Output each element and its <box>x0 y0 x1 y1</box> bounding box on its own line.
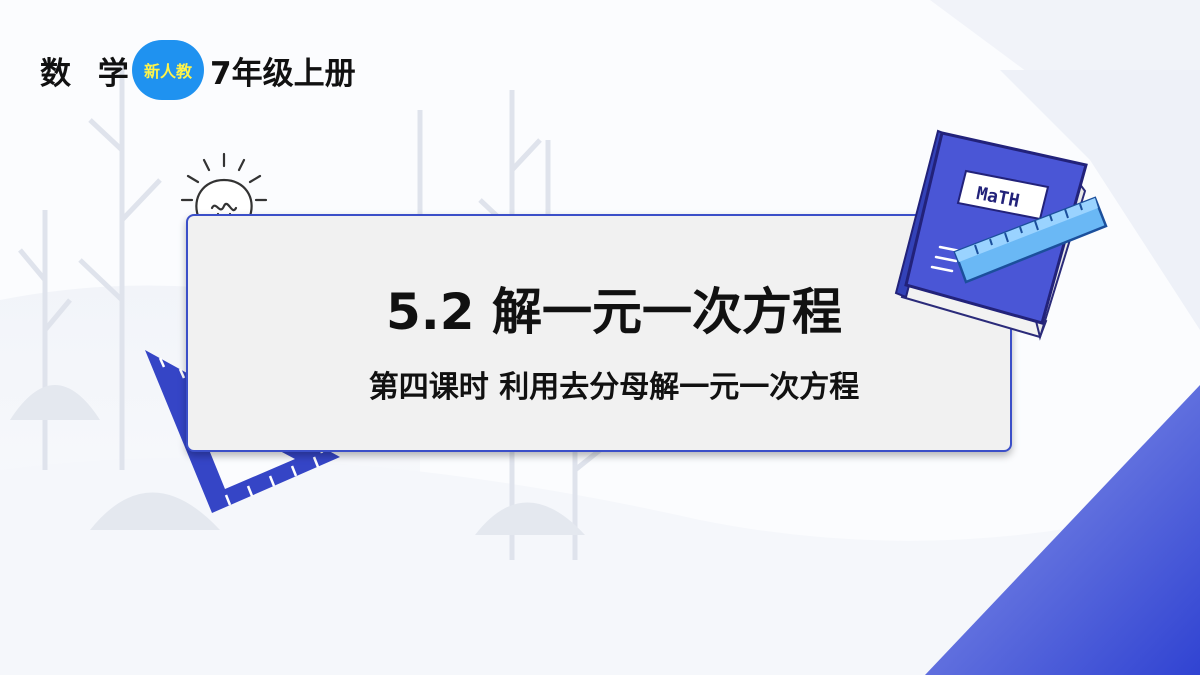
lesson-title: 5.2 解一元一次方程 <box>386 283 842 341</box>
lesson-subtitle: 第四课时 利用去分母解一元一次方程 <box>368 370 860 405</box>
grade-label: 7年级上册 <box>210 56 356 92</box>
publisher-badge: 新人教 <box>132 40 204 100</box>
corner-accent <box>925 385 1200 675</box>
background-shape <box>1000 70 1200 330</box>
title-card: 5.2 解一元一次方程 第四课时 利用去分母解一元一次方程 <box>186 214 1012 452</box>
subject-label: 数 学 <box>40 56 137 92</box>
ruler-icon <box>953 196 1108 284</box>
background-bushes <box>10 385 585 535</box>
background-hill <box>0 457 1200 675</box>
